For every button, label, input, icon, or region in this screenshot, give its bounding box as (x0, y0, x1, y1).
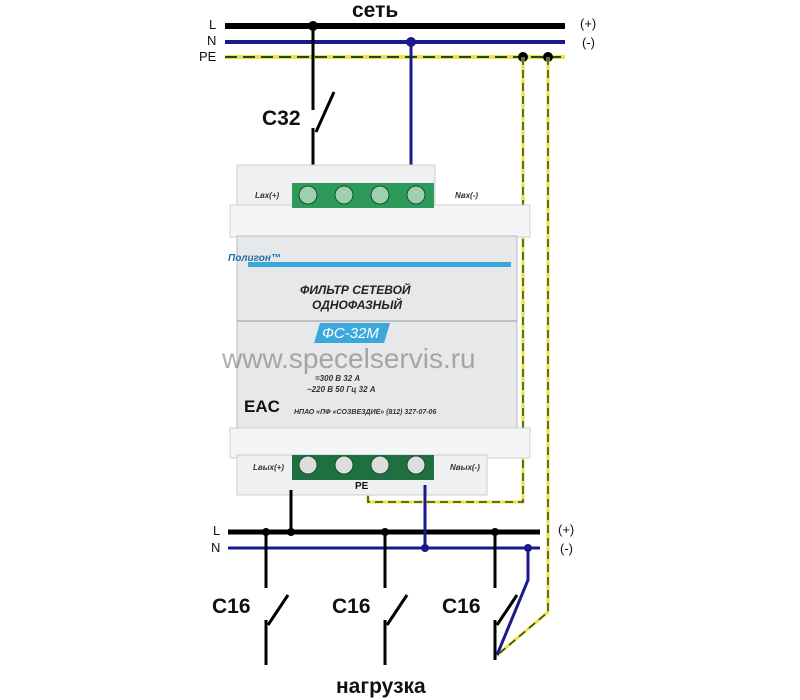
load-circuit-2 (381, 528, 409, 665)
eac-mark: EAC (244, 397, 280, 416)
top-label-n: N (207, 33, 217, 48)
breaker-load-2-label: C16 (332, 595, 371, 618)
breaker-c32-contact (314, 91, 336, 133)
junction (287, 528, 295, 536)
top-label-minus: (-) (582, 35, 595, 50)
pe-wire-load-dash (494, 57, 549, 658)
top-label-plus: (+) (580, 16, 597, 31)
terminal-out-n: Nвых(-) (450, 463, 480, 472)
top-label-l: L (209, 17, 217, 32)
manufacturer: НПАО «ПФ «СОЗВЕЗДИЕ» (812) 327-07-06 (294, 409, 437, 416)
junction (421, 544, 429, 552)
rating-ac: ~220 В 50 Гц 32 А (307, 385, 376, 394)
filter-device (229, 164, 531, 496)
brand-logo: Полигон™ (228, 253, 281, 264)
breaker-main-label: C32 (262, 107, 301, 130)
bottom-label-n: N (211, 540, 221, 555)
bottom-label-l: L (213, 523, 221, 538)
watermark: www.specelservis.ru (222, 343, 476, 374)
rating-dc: =300 В 32 А (315, 374, 361, 383)
pe-wire-device-dash (367, 57, 524, 503)
title-network: сеть (352, 0, 399, 22)
junction (406, 37, 416, 47)
device-name-2: ОДНОФАЗНЫЙ (312, 298, 402, 312)
bottom-label-minus: (-) (560, 541, 573, 556)
device-name-1: ФИЛЬТР СЕТЕВОЙ (300, 283, 411, 297)
bottom-label-plus: (+) (558, 522, 575, 537)
terminal-pe: PE (355, 481, 369, 492)
terminal-in-l: Lвх(+) (255, 191, 280, 200)
terminal-out-l: Lвых(+) (253, 463, 284, 472)
breaker-load-3-label: C16 (442, 595, 481, 618)
junction (308, 21, 318, 31)
breaker-load-1-label: C16 (212, 595, 251, 618)
load-circuit-1 (262, 528, 290, 665)
title-load: нагрузка (336, 675, 426, 698)
device-model: ФС-32М (322, 325, 379, 342)
terminal-in-n: Nвх(-) (455, 191, 479, 200)
load-circuit-3 (491, 528, 532, 660)
top-label-pe: PE (199, 49, 217, 64)
